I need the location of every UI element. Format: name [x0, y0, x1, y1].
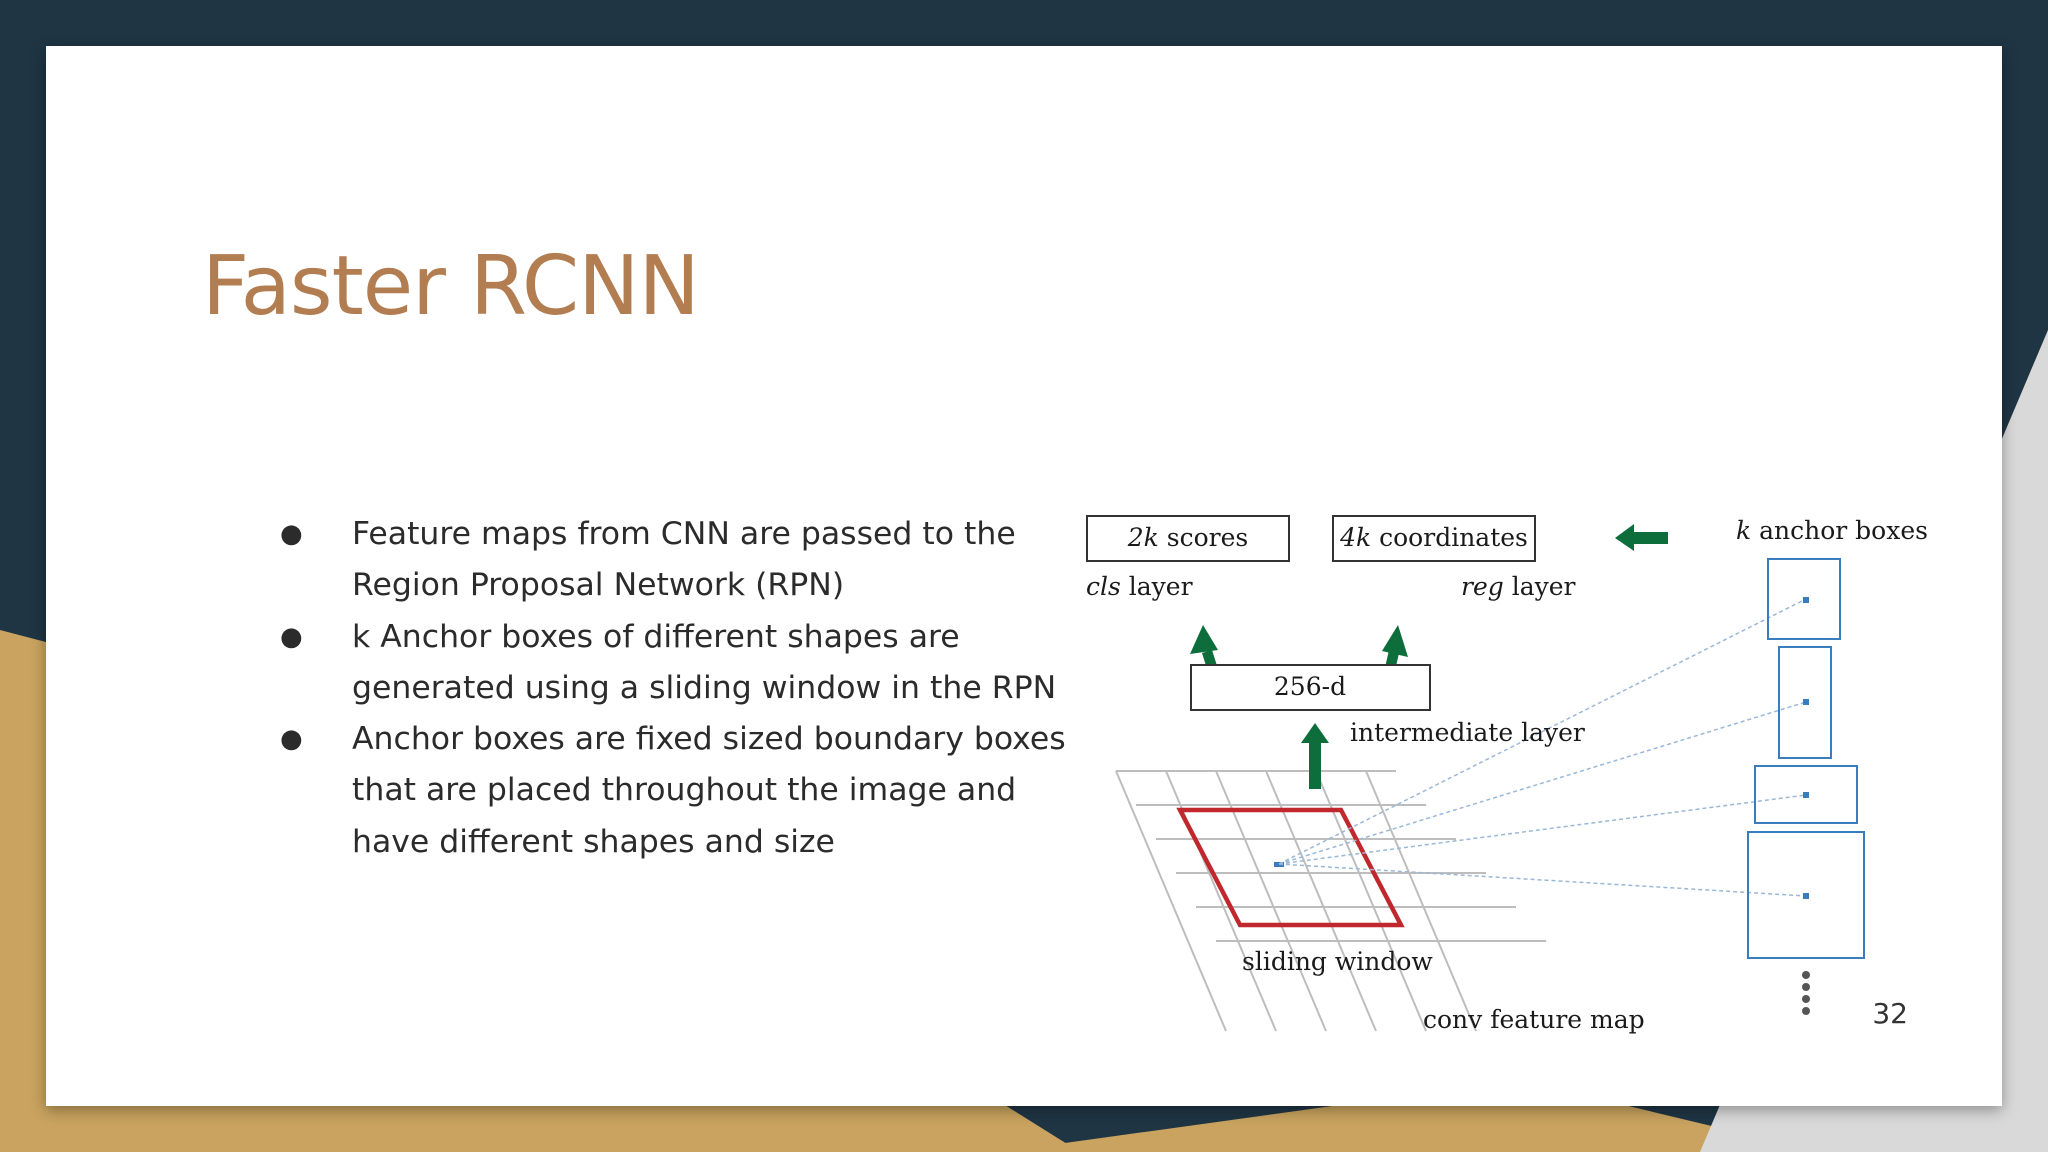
cls-rest: layer [1121, 572, 1193, 601]
coordinates-text: coordinates [1371, 523, 1528, 552]
anchor-box [1767, 558, 1841, 640]
scores-box [1086, 515, 1290, 562]
sliding-window-frame [1176, 807, 1405, 928]
bullet-dot-icon: ● [280, 621, 303, 652]
coordinates-k: 4k [1339, 523, 1371, 552]
anchor-projection-lines [1278, 598, 1807, 897]
scores-k: 2k [1127, 523, 1159, 552]
reg-rest: layer [1504, 572, 1576, 601]
bullet-list: ● Feature maps from CNN are passed to th… [276, 509, 1066, 868]
scores-text: scores [1159, 523, 1248, 552]
anchor-box [1747, 831, 1865, 959]
arrow-up-icon [1301, 723, 1329, 789]
slide-title: Faster RCNN [202, 239, 700, 334]
coordinates-box [1332, 515, 1536, 562]
anchor-boxes-label: k anchor boxes [1736, 516, 1928, 545]
page-number: 32 [1872, 997, 1908, 1030]
bullet-dot-icon: ● [280, 724, 303, 755]
cls-layer-label: cls layer [1086, 572, 1193, 601]
conv-feature-map-label: conv feature map [1423, 1005, 1645, 1034]
cls-italic: cls [1086, 572, 1121, 601]
vertical-ellipsis-icon [1802, 971, 1810, 1015]
bullet-item: ● Feature maps from CNN are passed to th… [276, 509, 1066, 612]
anchor-k: k [1736, 516, 1751, 545]
scores-box-label: 2k scores [1127, 523, 1248, 552]
anchor-rest: anchor boxes [1751, 516, 1928, 545]
bullet-text: Feature maps from CNN are passed to the … [352, 516, 1016, 604]
anchor-box [1754, 765, 1858, 824]
bullet-item: ● Anchor boxes are fixed sized boundary … [276, 714, 1066, 868]
reg-layer-label: reg layer [1461, 572, 1576, 601]
anchor-box [1778, 646, 1832, 759]
anchor-center-points [1803, 597, 1809, 899]
bullet-text: k Anchor boxes of different shapes are g… [352, 618, 1057, 706]
intermediate-layer-box [1190, 664, 1431, 711]
slide-canvas: Faster RCNN ● Feature maps from CNN are … [46, 46, 2002, 1106]
coordinates-box-label: 4k coordinates [1339, 523, 1528, 552]
intermediate-box-label: 256-d [1274, 672, 1346, 701]
intermediate-layer-label: intermediate layer [1350, 718, 1585, 747]
arrow-left-icon [1615, 524, 1668, 551]
bullet-text: Anchor boxes are fixed sized boundary bo… [352, 721, 1066, 860]
bullet-dot-icon: ● [280, 519, 303, 549]
anchor-boxes-column [1747, 558, 1865, 959]
bullet-item: ● k Anchor boxes of different shapes are… [276, 612, 1066, 715]
sliding-window-label: sliding window [1242, 947, 1433, 976]
reg-italic: reg [1461, 572, 1504, 601]
rpn-diagram: 2k scores 4k coordinates cls layer reg l… [1086, 515, 1928, 1034]
